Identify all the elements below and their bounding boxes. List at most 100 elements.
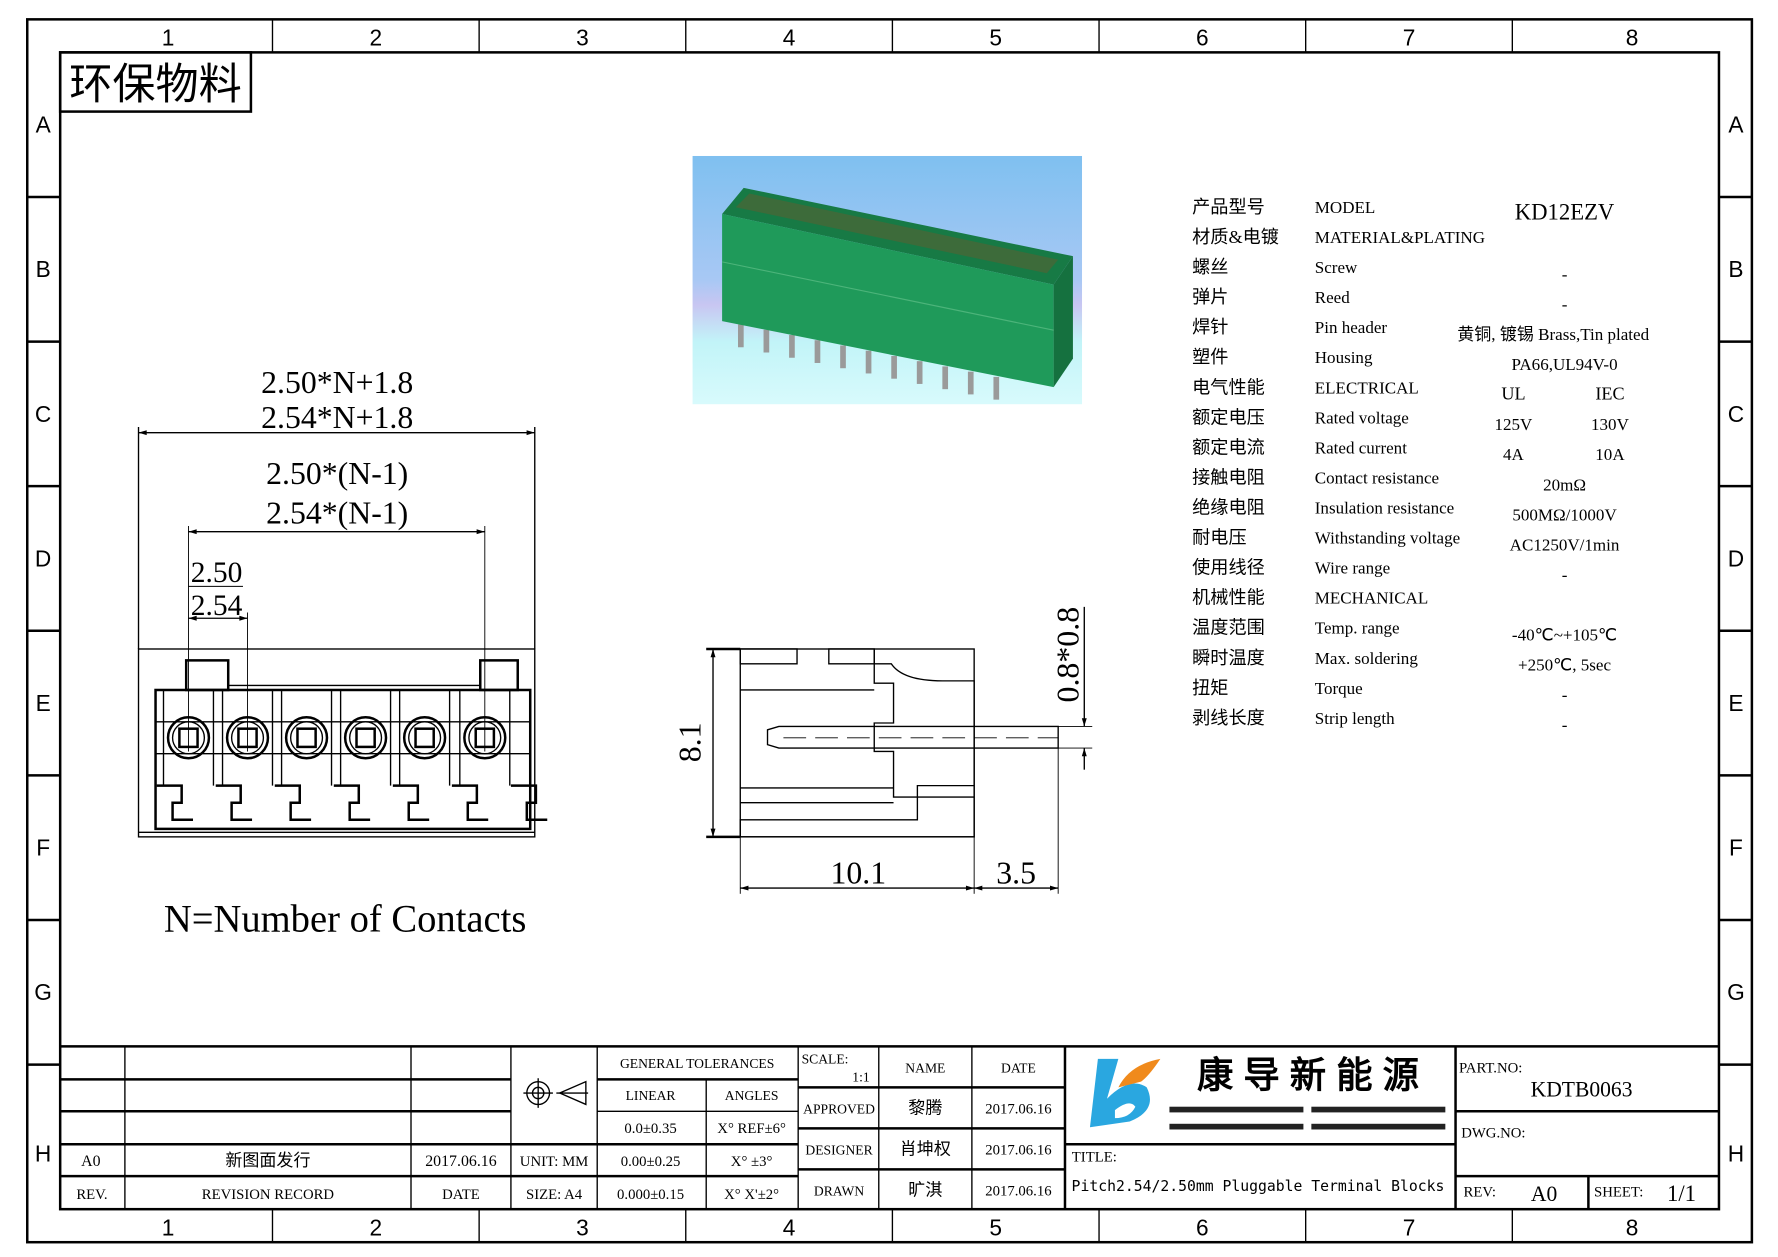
company-logo (1089, 1058, 1446, 1130)
spec-label-cn: 额定电压 (1192, 407, 1265, 427)
grid-row-label: B (1728, 256, 1743, 282)
dim-span-250: 2.50*(N-1) (266, 456, 408, 491)
approval-name: 旷淇 (908, 1180, 942, 1199)
spec-label-en: ELECTRICAL (1315, 378, 1419, 397)
approval-name: 黎腾 (908, 1099, 942, 1118)
spec-value-iec: 130V (1591, 415, 1630, 434)
tolerances-header: GENERAL TOLERANCES (620, 1056, 774, 1071)
hdr-date: DATE (442, 1187, 480, 1203)
spec-label-en: MECHANICAL (1315, 589, 1428, 608)
spec-value: 20mΩ (1543, 475, 1586, 494)
spec-label-cn: 螺丝 (1192, 257, 1228, 277)
hdr-revision-record: REVISION RECORD (202, 1187, 335, 1203)
spec-label-cn: 焊针 (1192, 317, 1228, 337)
grid-col-label: 2 (369, 1214, 382, 1240)
grid-col-label: 5 (989, 25, 1002, 51)
dim-span-254: 2.54*(N-1) (266, 496, 408, 531)
drawing-title: Pitch2.54/2.50mm Pluggable Terminal Bloc… (1072, 1178, 1445, 1195)
grid-col-label: 8 (1626, 1214, 1639, 1240)
grid-col-label: 7 (1403, 25, 1416, 51)
grid-col-label: 1 (162, 1214, 175, 1240)
dwg-no-label: DWG.NO: (1461, 1125, 1525, 1141)
sheet-label: SHEET: (1594, 1185, 1643, 1201)
grid-row-label: F (36, 835, 50, 861)
grid-col-label: 4 (783, 1214, 796, 1240)
grid-col-label: 1 (162, 25, 175, 51)
revision-record: 新图面发行 (225, 1151, 310, 1170)
spec-value: 黄铜, 镀锡 Brass,Tin plated (1457, 325, 1649, 344)
dim-pin-section: 0.8*0.8 (1051, 607, 1086, 703)
grid-row-label: C (1728, 401, 1744, 427)
spec-label-en: Withstanding voltage (1315, 529, 1460, 548)
grid-col-label: 2 (369, 25, 382, 51)
grid-col-label: 8 (1626, 25, 1639, 51)
spec-value: +250℃, 5sec (1518, 656, 1611, 675)
spec-label-cn: 耐电压 (1192, 528, 1247, 548)
grid-col-label: 6 (1196, 1214, 1209, 1240)
unit: UNIT: MM (520, 1154, 588, 1170)
approval-date: 2017.06.16 (985, 1102, 1051, 1118)
spec-value-ul: 125V (1495, 415, 1534, 434)
spec-label-cn: 塑件 (1192, 347, 1228, 367)
product-photo (692, 155, 1083, 405)
approval-role: APPROVED (803, 1102, 875, 1117)
pin (967, 371, 974, 395)
spec-label-en: Housing (1315, 348, 1373, 367)
spec-label-cn: 电气性能 (1192, 377, 1265, 397)
side-view-drawing: 8.1 10.1 3.5 0.8*0.8 (673, 606, 1093, 894)
spec-label-cn: 产品型号 (1192, 197, 1265, 217)
grid-row-label: C (35, 401, 51, 427)
grid-row-label: A (36, 112, 52, 138)
date-header: DATE (1001, 1061, 1036, 1076)
foot-slot (274, 784, 312, 822)
grid-col-label: 5 (989, 1214, 1002, 1240)
spec-label-cn: 瞬时温度 (1192, 648, 1265, 668)
contacts-note: N=Number of Contacts (164, 898, 527, 940)
dim-pitch-250: 2.50 (191, 557, 243, 589)
spec-label-cn: 机械性能 (1192, 588, 1265, 608)
pin (789, 334, 795, 358)
grid-col-label: 6 (1196, 25, 1209, 51)
title-block: A0 新图面发行 2017.06.16 REV. REVISION RECORD… (60, 1045, 1719, 1210)
spec-value: AC1250V/1min (1510, 535, 1620, 554)
dim-total-254: 2.54*N+1.8 (261, 400, 413, 435)
pin (763, 329, 770, 353)
grid-row-label: E (36, 690, 51, 716)
title-label: TITLE: (1072, 1149, 1117, 1165)
spec-label-cn: 剥线长度 (1192, 708, 1265, 728)
scale-label: SCALE: (802, 1051, 849, 1066)
company-name: 康 导 新 能 源 (1197, 1054, 1419, 1095)
spec-label-en: Pin header (1315, 318, 1388, 337)
pin (865, 350, 872, 374)
dim-height: 8.1 (673, 722, 708, 762)
grid-row-label: D (35, 545, 51, 571)
sheet-value: 1/1 (1667, 1181, 1696, 1206)
tol-angle: X° REF±6° (717, 1121, 786, 1137)
spec-label-en: MODEL (1315, 198, 1376, 217)
spec-value: -40℃~+105℃ (1512, 626, 1617, 645)
iec-label: IEC (1595, 384, 1624, 404)
grid-row-label: G (1727, 979, 1745, 1005)
spec-label-en: Screw (1315, 258, 1358, 277)
pin (737, 324, 744, 348)
spec-value: - (1562, 716, 1568, 735)
name-header: NAME (905, 1061, 945, 1076)
pin (840, 345, 846, 369)
foot-slot (333, 784, 371, 822)
spec-value-iec: 10A (1595, 445, 1625, 464)
tol-linear: 0.0±0.35 (624, 1121, 676, 1137)
spec-label-cn: 扭矩 (1192, 678, 1228, 698)
tol-linear: 0.000±0.15 (617, 1187, 684, 1203)
spec-label-en: Reed (1315, 288, 1350, 307)
spec-label-en: Rated voltage (1315, 408, 1409, 427)
tol-angle: X° X'±2° (724, 1187, 779, 1203)
rev-value: A0 (1531, 1182, 1557, 1206)
approval-date: 2017.06.16 (985, 1143, 1051, 1159)
spec-label-en: Strip length (1315, 709, 1395, 728)
eco-material-stamp: 环保物料 (58, 51, 253, 113)
approval-date: 2017.06.16 (985, 1183, 1051, 1199)
spec-label-en: Max. soldering (1315, 649, 1419, 668)
grid-col-label: 7 (1403, 1214, 1416, 1240)
